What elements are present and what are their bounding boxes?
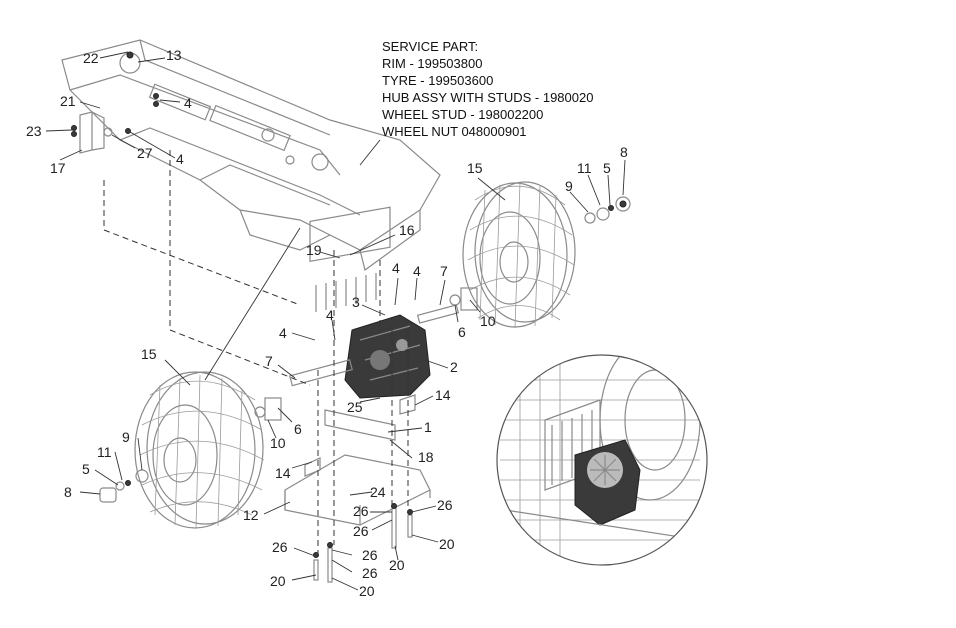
callout-label: 11: [577, 160, 592, 176]
callout-label: 10: [480, 313, 496, 329]
callout-label: 27: [137, 145, 153, 161]
left-wheel-assembly: [99, 371, 282, 529]
callout-label: 13: [166, 47, 182, 63]
service-part-line: WHEEL NUT 048000901: [382, 124, 527, 139]
callout-label: 3: [352, 294, 360, 310]
callout-label: 2: [450, 359, 458, 375]
callout-label: 26: [353, 503, 369, 519]
callout-label: 8: [620, 144, 628, 160]
transaxle-unit: [288, 206, 460, 399]
callout-label: 23: [26, 123, 42, 139]
callout-label: 26: [362, 565, 378, 581]
callout-label: 6: [458, 324, 466, 340]
service-part-line: TYRE - 199503600: [382, 73, 494, 88]
callout-label: 15: [467, 160, 483, 176]
mounting-plates: [284, 394, 431, 526]
service-part-line: RIM - 199503800: [382, 56, 483, 71]
assembly-lines: [103, 150, 409, 555]
bolt-set: [313, 503, 413, 583]
callout-label: 14: [435, 387, 451, 403]
right-wheel-assembly: [449, 181, 631, 329]
leader-lines: [45, 51, 626, 591]
callout-label: 4: [184, 95, 192, 111]
callout-label: 18: [418, 449, 434, 465]
callout-label: 15: [141, 346, 157, 362]
callout-label: 20: [439, 536, 455, 552]
callout-label: 26: [437, 497, 453, 513]
callout-label: 12: [243, 507, 259, 523]
callout-label: 9: [565, 178, 573, 194]
side-bracket: [71, 93, 159, 154]
callout-label: 1: [424, 419, 432, 435]
callout-label: 22: [83, 50, 99, 66]
callout-labels: 22 13 21 4 23 27 4 17 15 11 5 8 9 16 19 …: [26, 47, 628, 599]
callout-label: 10: [270, 435, 286, 451]
callout-label: 26: [362, 547, 378, 563]
callout-label: 21: [60, 93, 76, 109]
callout-label: 24: [370, 484, 386, 500]
callout-label: 26: [272, 539, 288, 555]
callout-label: 5: [603, 160, 611, 176]
callout-label: 20: [359, 583, 375, 599]
callout-label: 26: [353, 523, 369, 539]
callout-label: 6: [294, 421, 302, 437]
callout-label: 11: [97, 444, 112, 460]
service-part-line: WHEEL STUD - 198002200: [382, 107, 544, 122]
service-part-heading: SERVICE PART:: [382, 39, 479, 54]
callout-label: 4: [176, 151, 184, 167]
callout-label: 20: [389, 557, 405, 573]
service-part-notes: SERVICE PART: RIM - 199503800 TYRE - 199…: [382, 38, 642, 140]
callout-label: 20: [270, 573, 286, 589]
callout-label: 4: [392, 260, 400, 276]
callout-label: 17: [50, 160, 66, 176]
callout-label: 7: [265, 353, 273, 369]
callout-label: 4: [413, 263, 421, 279]
callout-label: 4: [279, 325, 287, 341]
service-part-line: HUB ASSY WITH STUDS - 1980020: [382, 90, 594, 105]
callout-label: 7: [440, 263, 448, 279]
callout-label: 9: [122, 429, 130, 445]
callout-label: 8: [64, 484, 72, 500]
callout-label: 16: [399, 222, 415, 238]
callout-label: 19: [306, 242, 322, 258]
callout-label: 25: [347, 399, 363, 415]
callout-label: 4: [326, 307, 334, 323]
inset-detail-view: [496, 354, 708, 566]
callout-label: 14: [275, 465, 291, 481]
callout-label: 5: [82, 461, 90, 477]
